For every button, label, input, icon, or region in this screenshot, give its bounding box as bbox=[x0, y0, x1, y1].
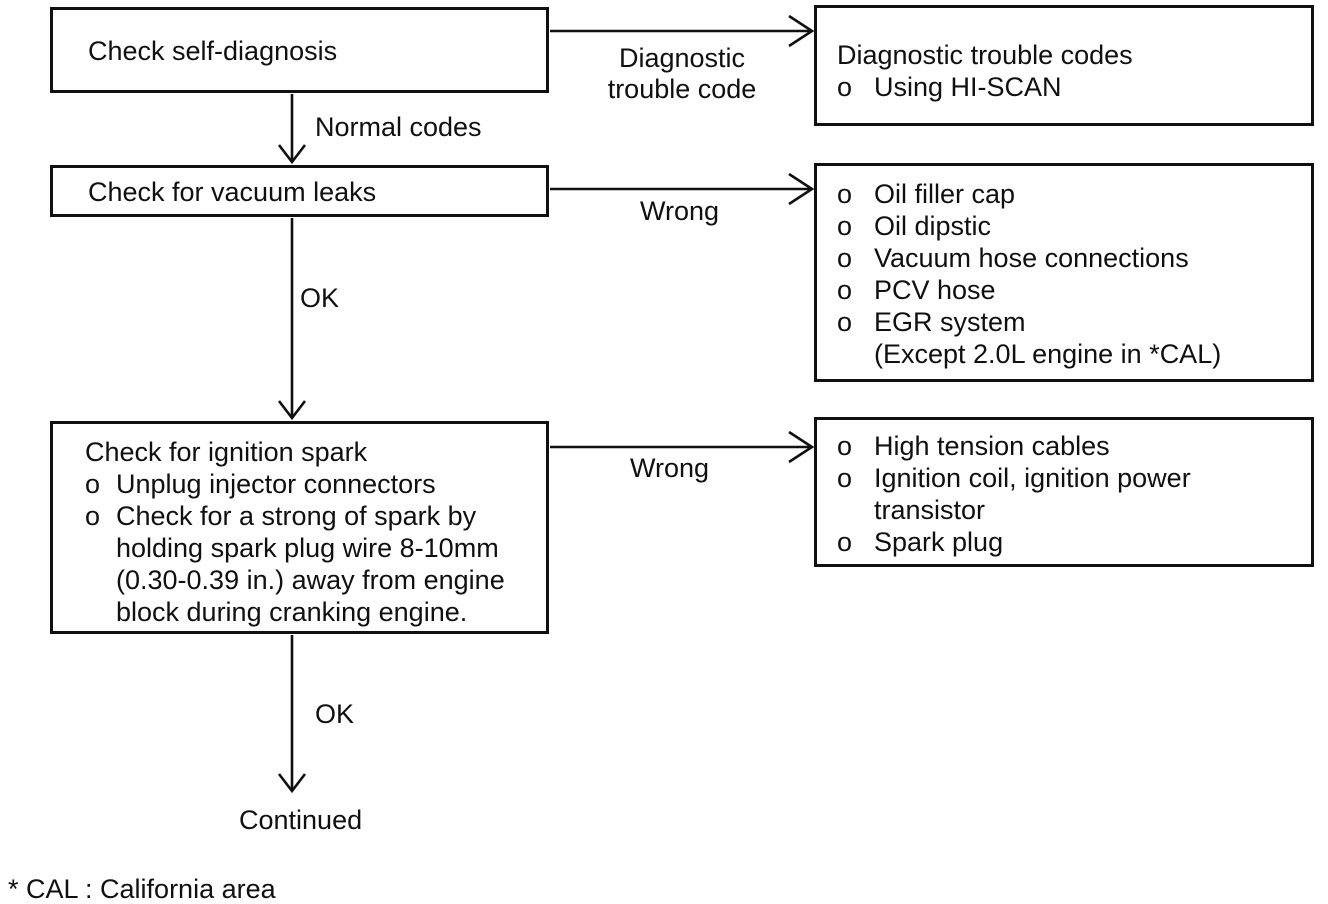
edge-label-wrong-ignition: Wrong bbox=[630, 453, 710, 483]
bullet-marker: o bbox=[837, 72, 853, 102]
list-item: o Check for a strong of spark by bbox=[85, 500, 536, 532]
bullet-marker: o bbox=[837, 527, 853, 557]
flow-box-ignition-checklist: o High tension cables o Ignition coil, i… bbox=[814, 417, 1314, 567]
list-item: o Oil filler cap bbox=[837, 178, 1301, 210]
box-title: Check self-diagnosis bbox=[88, 36, 338, 66]
list-item-text: Spark plug bbox=[874, 527, 1004, 557]
arrow-wrong-vacuum bbox=[550, 172, 815, 206]
bullet-marker: o bbox=[837, 275, 853, 305]
bullet-marker: o bbox=[837, 179, 853, 209]
list-item: o Using HI-SCAN bbox=[837, 71, 1301, 103]
flow-box-check-self-diagnosis: Check self-diagnosis bbox=[50, 7, 549, 93]
bullet-marker: o bbox=[837, 463, 853, 493]
arrow-ok-continued bbox=[277, 635, 307, 794]
list-item-continuation: transistor bbox=[874, 495, 986, 525]
edge-label-line: Diagnostic bbox=[618, 43, 746, 73]
arrow-head bbox=[788, 430, 815, 464]
list-item: o EGR system bbox=[837, 306, 1301, 338]
edge-label-wrong-vacuum: Wrong bbox=[640, 196, 720, 226]
flow-box-diagnostic-trouble-codes: Diagnostic trouble codes o Using HI-SCAN bbox=[814, 5, 1314, 126]
list-item-text: Ignition coil, ignition power bbox=[874, 463, 1191, 493]
list-item: o Oil dipstic bbox=[837, 210, 1301, 242]
arrow-head bbox=[788, 14, 815, 48]
edge-label-normal-codes: Normal codes bbox=[315, 112, 482, 142]
list-item-text: PCV hose bbox=[874, 275, 996, 305]
arrow-head bbox=[277, 773, 307, 794]
list-item-continuation: (0.30-0.39 in.) away from engine bbox=[116, 565, 505, 595]
box-title: Diagnostic trouble codes bbox=[837, 40, 1133, 70]
list-item: o Ignition coil, ignition power bbox=[837, 462, 1301, 494]
flow-box-vacuum-checklist: o Oil filler cap o Oil dipstic o Vacuum … bbox=[814, 163, 1314, 382]
list-item: o PCV hose bbox=[837, 274, 1301, 306]
list-item-text: EGR system bbox=[874, 307, 1026, 337]
arrow-ok-vacuum bbox=[277, 218, 307, 421]
box-title: Check for ignition spark bbox=[85, 437, 368, 467]
list-item-text: High tension cables bbox=[874, 431, 1110, 461]
edge-label-line: trouble code bbox=[607, 74, 757, 104]
flow-box-check-ignition-spark: Check for ignition spark o Unplug inject… bbox=[50, 421, 549, 634]
list-item: o Spark plug bbox=[837, 526, 1301, 558]
arrow-head bbox=[788, 172, 815, 206]
arrow-normal-codes bbox=[277, 94, 307, 165]
list-item-text: Check for a strong of spark by bbox=[116, 501, 477, 531]
list-item: o Unplug injector connectors bbox=[85, 468, 536, 500]
list-item-text: Unplug injector connectors bbox=[116, 469, 436, 499]
bullet-marker: o bbox=[85, 469, 101, 499]
terminal-continued: Continued bbox=[239, 805, 363, 835]
edge-label-diagnostic-trouble-code: Diagnostic trouble code bbox=[592, 43, 772, 105]
arrow-head bbox=[277, 144, 307, 165]
bullet-marker: o bbox=[85, 501, 101, 531]
arrow-diagnostic-trouble-code bbox=[550, 14, 815, 48]
list-item-continuation: block during cranking engine. bbox=[116, 597, 468, 627]
arrow-wrong-ignition bbox=[550, 430, 815, 464]
bullet-marker: o bbox=[837, 307, 853, 337]
bullet-marker: o bbox=[837, 211, 853, 241]
list-item-text: Oil dipstic bbox=[874, 211, 992, 241]
list-item-text: Vacuum hose connections bbox=[874, 243, 1189, 273]
bullet-marker: o bbox=[837, 243, 853, 273]
list-item: o High tension cables bbox=[837, 430, 1301, 462]
list-item-note: (Except 2.0L engine in *CAL) bbox=[874, 339, 1222, 369]
bullet-marker: o bbox=[837, 431, 853, 461]
edge-label-ok-continued: OK bbox=[315, 699, 355, 729]
footnote-cal-definition: * CAL : California area bbox=[8, 874, 276, 904]
list-item-continuation: holding spark plug wire 8-10mm bbox=[116, 533, 499, 563]
list-item: o Vacuum hose connections bbox=[837, 242, 1301, 274]
flow-box-check-vacuum-leaks: Check for vacuum leaks bbox=[50, 165, 549, 217]
box-title: Check for vacuum leaks bbox=[88, 177, 377, 207]
list-item-text: Using HI-SCAN bbox=[874, 72, 1062, 102]
edge-label-ok-vacuum: OK bbox=[300, 283, 340, 313]
arrow-head bbox=[277, 400, 307, 421]
list-item-text: Oil filler cap bbox=[874, 179, 1016, 209]
